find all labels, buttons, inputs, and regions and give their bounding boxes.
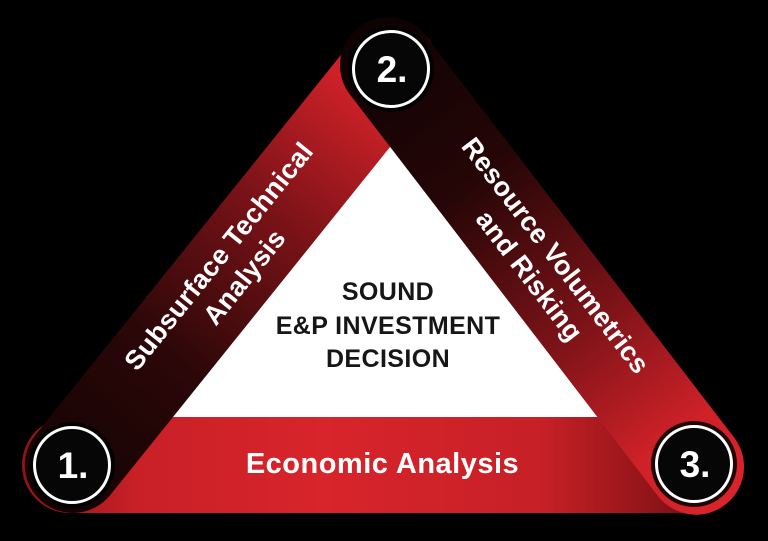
corner-badge-2-number: 2.: [376, 48, 408, 90]
center-statement-line2: E&P INVESTMENT: [275, 311, 501, 340]
corner-badge-1: 1.: [33, 426, 111, 504]
corner-badge-3: 3.: [655, 425, 733, 503]
corner-badge-3-number: 3.: [679, 443, 711, 485]
center-statement: SOUND E&P INVESTMENT DECISION: [248, 276, 528, 377]
economic-analysis-line1: Economic Analysis: [245, 448, 520, 481]
economic-analysis-label: Economic Analysis: [246, 447, 519, 482]
corner-badge-1-number: 1.: [57, 444, 89, 486]
center-statement-line3: DECISION: [325, 345, 451, 373]
corner-badge-2: 2.: [352, 30, 430, 108]
center-statement-line1: SOUND: [341, 278, 435, 306]
